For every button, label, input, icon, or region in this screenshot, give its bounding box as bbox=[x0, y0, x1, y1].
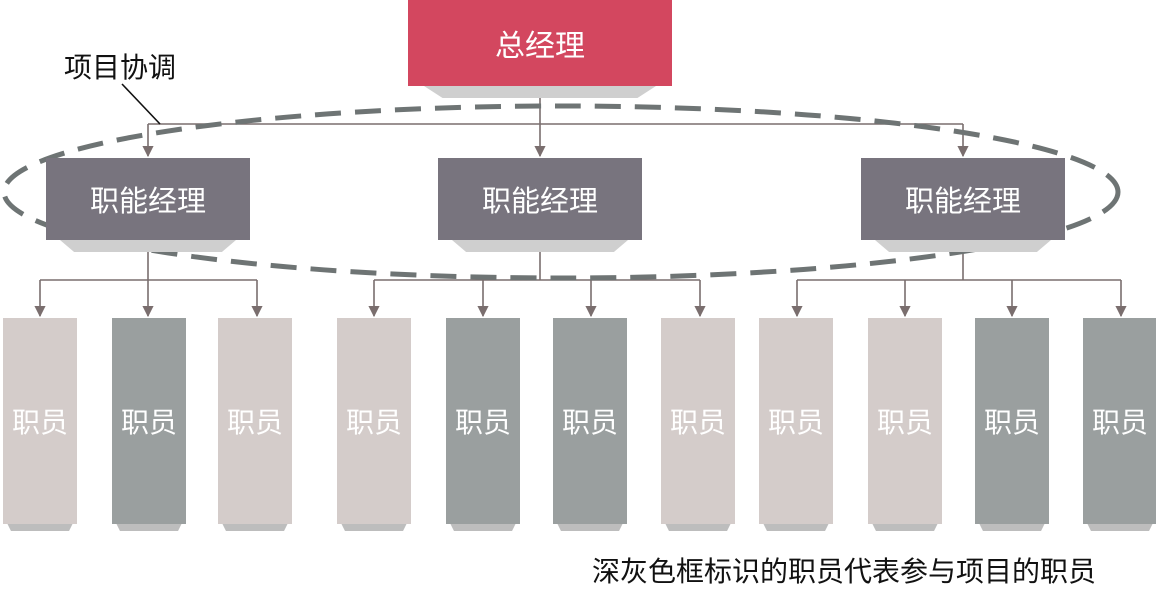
staff-base bbox=[1087, 523, 1153, 531]
general-manager-shadow bbox=[424, 86, 656, 98]
staff-base bbox=[116, 523, 182, 531]
staff-label: 职员 bbox=[1091, 406, 1148, 439]
staff-box[interactable]: 职员 bbox=[112, 318, 186, 524]
functional-manager-box[interactable]: 职能经理 bbox=[46, 158, 250, 240]
staff-label: 职员 bbox=[876, 406, 933, 439]
functional-manager-shadow bbox=[875, 240, 1051, 252]
staff-box[interactable]: 职员 bbox=[759, 318, 833, 524]
staff-box[interactable]: 职员 bbox=[337, 318, 411, 524]
footnote: 深灰色框标识的职员代表参与项目的职员 bbox=[592, 555, 1097, 588]
top-connectors bbox=[142, 86, 969, 158]
staff-box[interactable]: 职员 bbox=[553, 318, 627, 524]
staff-base bbox=[665, 523, 731, 531]
functional-manager-box[interactable]: 职能经理 bbox=[438, 158, 642, 240]
staff-base bbox=[557, 523, 623, 531]
staff-label: 职员 bbox=[11, 406, 68, 439]
staff-label: 职员 bbox=[561, 406, 618, 439]
staff-box[interactable]: 职员 bbox=[446, 318, 520, 524]
functional-manager-label: 职能经理 bbox=[481, 184, 598, 218]
functional-manager-shadow bbox=[60, 240, 236, 252]
project-coordination-label: 项目协调 bbox=[64, 51, 177, 84]
staff-label: 职员 bbox=[983, 406, 1040, 439]
coordination-pointer bbox=[121, 83, 161, 125]
staff-label: 职员 bbox=[669, 406, 726, 439]
staff-box[interactable]: 职员 bbox=[3, 318, 77, 524]
staff-label: 职员 bbox=[454, 406, 511, 439]
staff-box[interactable]: 职员 bbox=[975, 318, 1049, 524]
functional-manager-box[interactable]: 职能经理 bbox=[861, 158, 1065, 240]
staff-label: 职员 bbox=[345, 406, 402, 439]
staff-label: 职员 bbox=[226, 406, 283, 439]
staff-label: 职员 bbox=[767, 406, 824, 439]
functional-manager-shadow bbox=[452, 240, 628, 252]
staff-base bbox=[7, 523, 73, 531]
staff-box[interactable]: 职员 bbox=[868, 318, 942, 524]
staff-label: 职员 bbox=[120, 406, 177, 439]
staff-base bbox=[450, 523, 516, 531]
staff-base bbox=[763, 523, 829, 531]
general-manager-box[interactable]: 总经理 bbox=[408, 0, 672, 86]
staff-box[interactable]: 职员 bbox=[218, 318, 292, 524]
staff-base bbox=[341, 523, 407, 531]
functional-manager-label: 职能经理 bbox=[89, 184, 206, 218]
functional-manager-label: 职能经理 bbox=[904, 184, 1021, 218]
staff-base bbox=[222, 523, 288, 531]
project-coordination-ellipse bbox=[1, 103, 1121, 281]
staff-box[interactable]: 职员 bbox=[1083, 318, 1156, 524]
staff-box[interactable]: 职员 bbox=[661, 318, 735, 524]
general-manager-label: 总经理 bbox=[495, 29, 585, 64]
staff-base bbox=[979, 523, 1045, 531]
staff-base bbox=[872, 523, 938, 531]
